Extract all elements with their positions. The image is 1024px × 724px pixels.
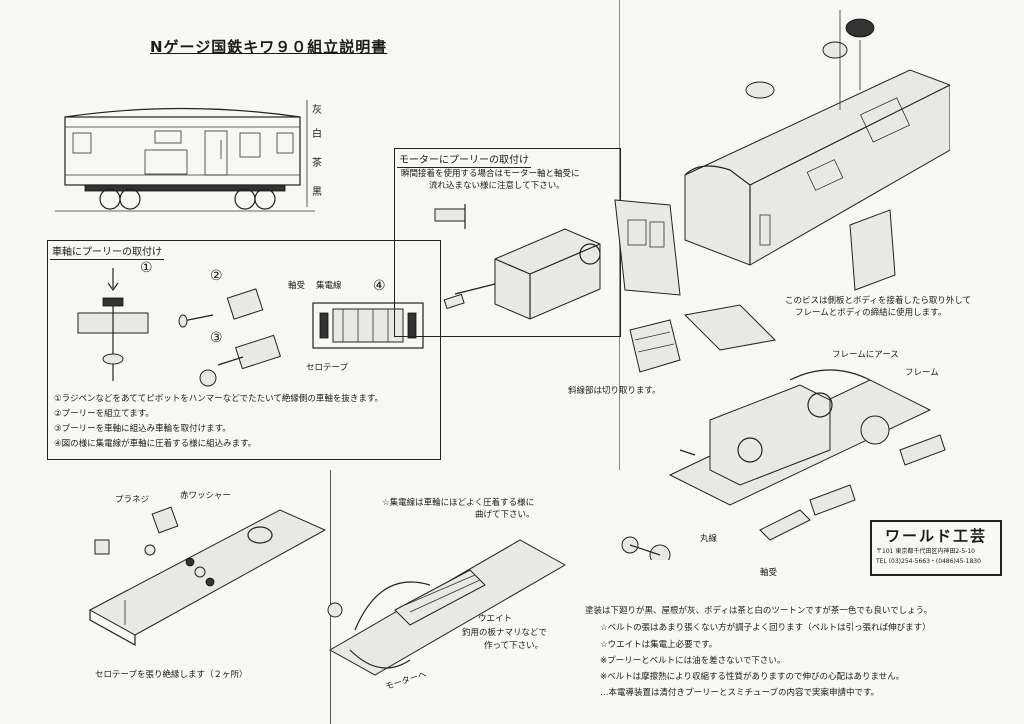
cut-off-note: 斜線部は切り取ります。 (568, 386, 661, 396)
axle-step-3: ③プーリーを車軸に組込み車輪を取付けます。 (54, 424, 231, 434)
page-title: Nゲージ国鉄キワ９０組立説明書 (150, 38, 388, 56)
maker-phone: TEL (03)254-5663・(0486)45-1830 (876, 557, 981, 565)
maker-name: ワールド工芸 (884, 527, 987, 545)
axle-pulley-diagram (77, 268, 424, 387)
axle-step-1: ①ラジペンなどをあててピボットをハンマーなどでたたいて絶縁側の車軸を抜きます。 (54, 394, 384, 404)
motor-pulley-box: モーターにプーリーの取付け 瞬間接着を使用する場合はモーター軸と軸受に 流れ込ま… (394, 148, 621, 337)
motor-pulley-header: モーターにプーリーの取付け (397, 151, 531, 168)
motor-pulley-note-1: 瞬間接着を使用する場合はモーター軸と軸受に (401, 169, 580, 179)
axle-pulley-box: 車軸にプーリーの取付け ① (47, 240, 441, 460)
exploded-body-drawing (614, 10, 950, 296)
insulate-note: セロテープを張り絶縁します（２ヶ所） (95, 670, 248, 680)
step-number-1: ① (140, 260, 153, 276)
motor-pulley-note-2: 流れ込まない様に注意して下さい。 (429, 181, 565, 191)
maker-logo-box: ワールド工芸 〒101 東京都千代田区内神田2-5-10 TEL (03)254… (870, 520, 1002, 576)
frame-exploded-drawing (621, 304, 946, 560)
label-bearing: 軸受 (288, 281, 306, 291)
mid-frame-drawing (327, 539, 567, 676)
bottom-note-3: ☆ウエイトは集電上必要です。 (600, 640, 718, 650)
collector-note-1: ☆集電線は車輪にほどよく圧着する様に (382, 498, 535, 508)
step-number-3: ③ (210, 330, 223, 346)
body-screw-note-1: このビスは側板とボディを接着したら取り外して (785, 296, 972, 306)
label-collector-wire: 集電線 (316, 281, 342, 291)
maker-address: 〒101 東京都千代田区内神田2-5-10 (876, 548, 975, 555)
bottom-note-1: 塗装は下廻りが黒、屋根が灰、ボディは茶と白のツートンですが茶一色でも良いでしょう… (585, 606, 933, 616)
color-label-roof: 灰 (312, 105, 322, 116)
color-label-brown: 茶 (312, 158, 322, 169)
label-axle-bearing: 軸受 (760, 568, 778, 578)
bottom-note-5: ※ベルトは摩擦熱により収縮する性質がありますので伸びの心配はありません。 (600, 672, 905, 682)
body-screw-note-2: フレームとボディの締結に使用します。 (795, 308, 947, 318)
bottom-note-6: …本電導装置は清付きプーリーとスミチューブの内容で実案申請中です。 (600, 688, 880, 698)
label-cello-tape: セロテープ (306, 363, 348, 373)
motor-drawing (434, 204, 601, 320)
label-weight: ウエイト (478, 614, 513, 624)
weight-note-1: 釣用の板ナマリなどで (462, 628, 547, 638)
axle-step-4: ④図の様に集電線が車軸に圧着する様に組込みます。 (54, 439, 257, 449)
axle-pulley-header: 車軸にプーリーの取付け (50, 243, 164, 260)
color-label-white: 白 (312, 129, 322, 140)
bottom-note-4: ※プーリーとベルトには油を差さないで下さい。 (600, 656, 786, 666)
label-frame: フレーム (905, 368, 939, 378)
label-round-wire: 丸線 (700, 534, 718, 544)
label-frame-ground: フレームにアース (832, 350, 899, 360)
collector-note-2: 曲げて下さい。 (475, 510, 535, 520)
side-view-drawing (55, 100, 315, 212)
bottom-note-2: ☆ベルトの張はあまり張くない方が調子よく回ります（ベルトは引っ張れば伸びます） (600, 623, 931, 633)
color-label-black: 黒 (312, 187, 322, 198)
weight-note-2: 作って下さい。 (484, 641, 544, 651)
step-number-2: ② (210, 268, 223, 284)
left-frame-drawing (88, 506, 327, 647)
label-plastic-screw: プラネジ (115, 495, 150, 505)
axle-step-2: ②プーリーを組立てます。 (54, 409, 154, 419)
label-red-washer: 赤ワッシャー (180, 491, 232, 501)
fold-line (330, 470, 331, 724)
step-number-4: ④ (373, 278, 386, 294)
